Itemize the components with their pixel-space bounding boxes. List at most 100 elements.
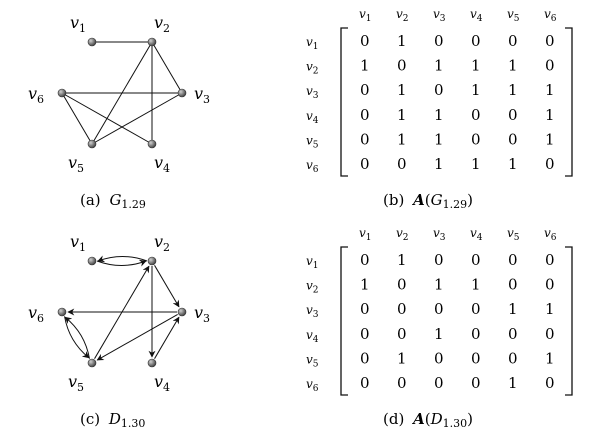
matrix-d-row-header-v5: v5 [306, 352, 319, 369]
vertex-label-v6: v6 [28, 84, 44, 106]
vertex-label-v3: v3 [194, 303, 210, 325]
matrix-b-cell-r3-c1: 0 [360, 81, 370, 99]
matrix-d-cell-r6-c3: 0 [434, 374, 444, 392]
matrix-d-cell-r2-c5: 0 [508, 276, 518, 294]
matrix-b-col-header-v5: v5 [507, 7, 520, 24]
matrix-b-cell-r6-c2: 0 [397, 155, 407, 173]
matrix-b-cell-r5-c1: 0 [360, 130, 370, 148]
matrix-d-cell-r6-c4: 0 [471, 374, 481, 392]
matrix-b-cell-r4-c5: 0 [508, 106, 518, 124]
graph-a-edge-v6-v5 [61, 92, 93, 145]
matrix-b-cell-r3-c4: 1 [471, 81, 481, 99]
matrix-d-cell-r5-c3: 0 [434, 349, 444, 367]
vertex-label-v5: v5 [68, 372, 84, 394]
caption-d: (d) A(D1.30) [383, 410, 473, 430]
matrix-d-row-header-v3: v3 [306, 303, 319, 320]
matrix-d-row-header-v1: v1 [306, 254, 319, 271]
matrix-d-col-header-v1: v1 [359, 226, 372, 243]
matrix-b-cell-r4-c3: 1 [434, 106, 444, 124]
matrix-d-cell-r5-c4: 0 [471, 349, 481, 367]
graph-c-vertex-v5 [87, 358, 97, 368]
matrix-b-right-bracket [565, 27, 573, 177]
graph-a-vertex-v5 [87, 139, 97, 149]
matrix-d-cell-r6-c5: 1 [508, 374, 518, 392]
matrix-b-cell-r5-c2: 1 [397, 130, 407, 148]
matrix-b-cell-r6-c3: 1 [434, 155, 444, 173]
matrix-d-cell-r2-c3: 1 [434, 276, 444, 294]
matrix-b-cell-r5-c3: 1 [434, 130, 444, 148]
matrix-d-cell-r1-c4: 0 [471, 251, 481, 269]
matrix-b-cell-r2-c1: 1 [360, 57, 370, 75]
matrix-b-col-header-v3: v3 [433, 7, 446, 24]
matrix-b-left-bracket [340, 27, 348, 177]
matrix-d-cell-r5-c5: 0 [508, 349, 518, 367]
matrix-b-cell-r3-c2: 1 [397, 81, 407, 99]
matrix-d-cell-r3-c2: 0 [397, 300, 407, 318]
graph-c-vertex-v4 [147, 358, 157, 368]
caption-a: (a) G1.29 [80, 191, 146, 211]
graph-c-arc-v6-v5 [64, 316, 90, 359]
matrix-d-right-bracket [565, 246, 573, 396]
matrix-d-cell-r2-c1: 1 [360, 276, 370, 294]
caption-b: (b) A(G1.29) [383, 191, 473, 211]
graph-a-edge-v6-v4 [61, 92, 153, 145]
matrix-d-row-header-v6: v6 [306, 377, 319, 394]
graph-a-vertex-v4 [147, 139, 157, 149]
matrix-b-row-header-v2: v2 [306, 60, 319, 77]
matrix-d-col-header-v5: v5 [507, 226, 520, 243]
matrix-d-col-header-v3: v3 [433, 226, 446, 243]
matrix-b-col-header-v4: v4 [470, 7, 483, 24]
matrix-d-row-header-v4: v4 [306, 328, 319, 345]
matrix-b-row-header-v6: v6 [306, 158, 319, 175]
vertex-label-v2: v2 [154, 13, 170, 35]
matrix-b-row-header-v3: v3 [306, 84, 319, 101]
matrix-b-cell-r5-c6: 1 [545, 130, 555, 148]
matrix-b-cell-r5-c4: 0 [471, 130, 481, 148]
matrix-d-cell-r1-c2: 1 [397, 251, 407, 269]
matrix-b-row-header-v5: v5 [306, 133, 319, 150]
matrix-d-col-header-v4: v4 [470, 226, 483, 243]
matrix-d-cell-r5-c6: 1 [545, 349, 555, 367]
vertex-label-v2: v2 [154, 232, 170, 254]
graph-c-arc-v4-v3 [154, 316, 180, 359]
matrix-b-row-header-v1: v1 [306, 35, 319, 52]
matrix-d-cell-r1-c3: 0 [434, 251, 444, 269]
vertex-label-v1: v1 [70, 232, 86, 254]
matrix-b-col-header-v6: v6 [544, 7, 557, 24]
matrix-b-cell-r1-c6: 0 [545, 32, 555, 50]
matrix-d-cell-r3-c1: 0 [360, 300, 370, 318]
graph-a-vertex-v1 [87, 37, 97, 47]
graph-c-arc-v5-v2 [94, 265, 150, 359]
matrix-d-cell-r3-c3: 0 [434, 300, 444, 318]
matrix-b-cell-r6-c6: 0 [545, 155, 555, 173]
matrix-b-cell-r1-c4: 0 [471, 32, 481, 50]
matrix-b-cell-r4-c1: 0 [360, 106, 370, 124]
matrix-d-cell-r4-c2: 0 [397, 325, 407, 343]
matrix-b-cell-r1-c3: 0 [434, 32, 444, 50]
matrix-b-cell-r3-c5: 1 [508, 81, 518, 99]
vertex-label-v3: v3 [194, 84, 210, 106]
vertex-label-v5: v5 [68, 153, 84, 175]
graph-c-arc-v3-v5 [96, 314, 178, 361]
matrix-b-cell-r1-c2: 1 [397, 32, 407, 50]
graph-a-vertex-v6 [57, 88, 67, 98]
matrix-d-cell-r3-c4: 0 [471, 300, 481, 318]
matrix-d-cell-r1-c6: 0 [545, 251, 555, 269]
matrix-b-cell-r6-c5: 1 [508, 155, 518, 173]
matrix-b-cell-r6-c1: 0 [360, 155, 370, 173]
matrix-d-cell-r4-c5: 0 [508, 325, 518, 343]
matrix-d-col-header-v6: v6 [544, 226, 557, 243]
matrix-d-cell-r4-c6: 0 [545, 325, 555, 343]
vertex-label-v4: v4 [154, 153, 170, 175]
graph-a-edge-v2-v3 [151, 41, 183, 94]
graph-c-arc-v1-v2 [96, 259, 147, 267]
matrix-b-cell-r4-c2: 1 [397, 106, 407, 124]
matrix-d-cell-r2-c2: 0 [397, 276, 407, 294]
matrix-b-cell-r4-c4: 0 [471, 106, 481, 124]
matrix-b-cell-r5-c5: 0 [508, 130, 518, 148]
graph-c-vertex-v1 [87, 256, 97, 266]
